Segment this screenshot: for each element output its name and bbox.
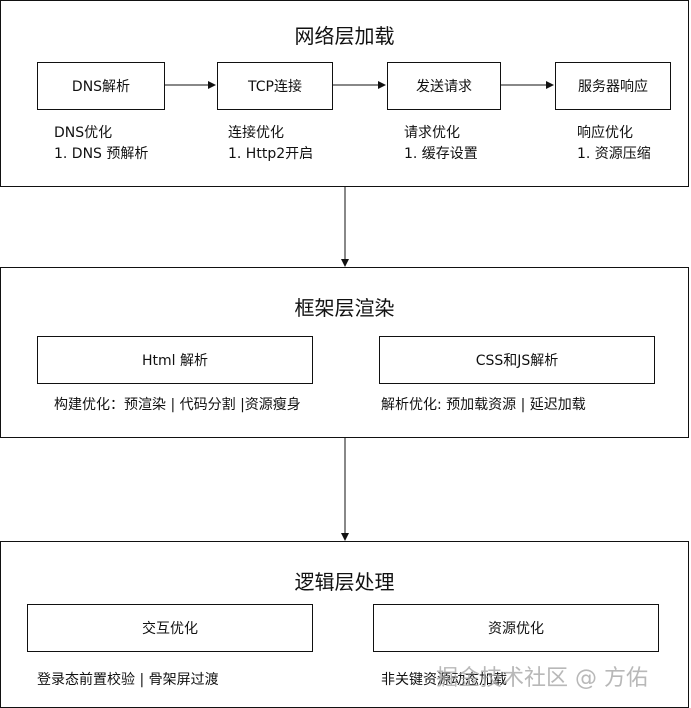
dns-optimization-item: 1. DNS 预解析 (54, 146, 149, 162)
framework-layer: 框架层渲染 Html 解析 CSS和JS解析 构建优化：预渲染 | 代码分割 |… (0, 267, 689, 438)
response-optimization-item: 1. 资源压缩 (577, 146, 651, 162)
logic-layer: 逻辑层处理 交互优化 资源优化 登录态前置校验 | 骨架屏过渡 非关键资源动态加… (0, 541, 689, 708)
watermark: 掘金技术社区 @ 方佑 (436, 666, 648, 691)
connect-optimization-heading: 连接优化 (228, 125, 284, 141)
css-js-parse-node: CSS和JS解析 (379, 336, 655, 384)
send-request-node: 发送请求 (387, 62, 501, 110)
tcp-connect-node: TCP连接 (217, 62, 333, 110)
response-optimization-heading: 响应优化 (577, 125, 633, 141)
request-optimization-note: 请求优化 1. 缓存设置 (404, 123, 478, 165)
dynamic-loading-note: 非关键资源动态加载 (381, 672, 507, 688)
server-response-node: 服务器响应 (555, 62, 671, 110)
dns-optimization-note: DNS优化 1. DNS 预解析 (54, 123, 148, 165)
connect-optimization-item: 1. Http2开启 (228, 146, 314, 162)
parse-optimization-note: 解析优化: 预加载资源 | 延迟加载 (381, 397, 586, 413)
request-optimization-heading: 请求优化 (404, 125, 460, 141)
resource-optimization-node: 资源优化 (373, 604, 659, 652)
response-optimization-note: 响应优化 1. 资源压缩 (577, 123, 651, 165)
network-layer-title: 网络层加载 (294, 24, 395, 48)
dns-resolve-node: DNS解析 (37, 62, 165, 110)
html-parse-node: Html 解析 (37, 336, 313, 384)
connect-optimization-note: 连接优化 1. Http2开启 (228, 123, 313, 165)
login-skeleton-note: 登录态前置校验 | 骨架屏过渡 (37, 672, 219, 688)
framework-layer-title: 框架层渲染 (294, 296, 395, 320)
build-optimization-note: 构建优化：预渲染 | 代码分割 |资源瘦身 (54, 397, 301, 413)
network-layer: 网络层加载 DNS解析 TCP连接 发送请求 服务器响应 DNS优化 1. DN… (0, 0, 689, 187)
dns-optimization-heading: DNS优化 (54, 125, 113, 141)
logic-layer-title: 逻辑层处理 (294, 570, 395, 594)
interaction-optimization-node: 交互优化 (27, 604, 313, 652)
request-optimization-item: 1. 缓存设置 (404, 146, 478, 162)
